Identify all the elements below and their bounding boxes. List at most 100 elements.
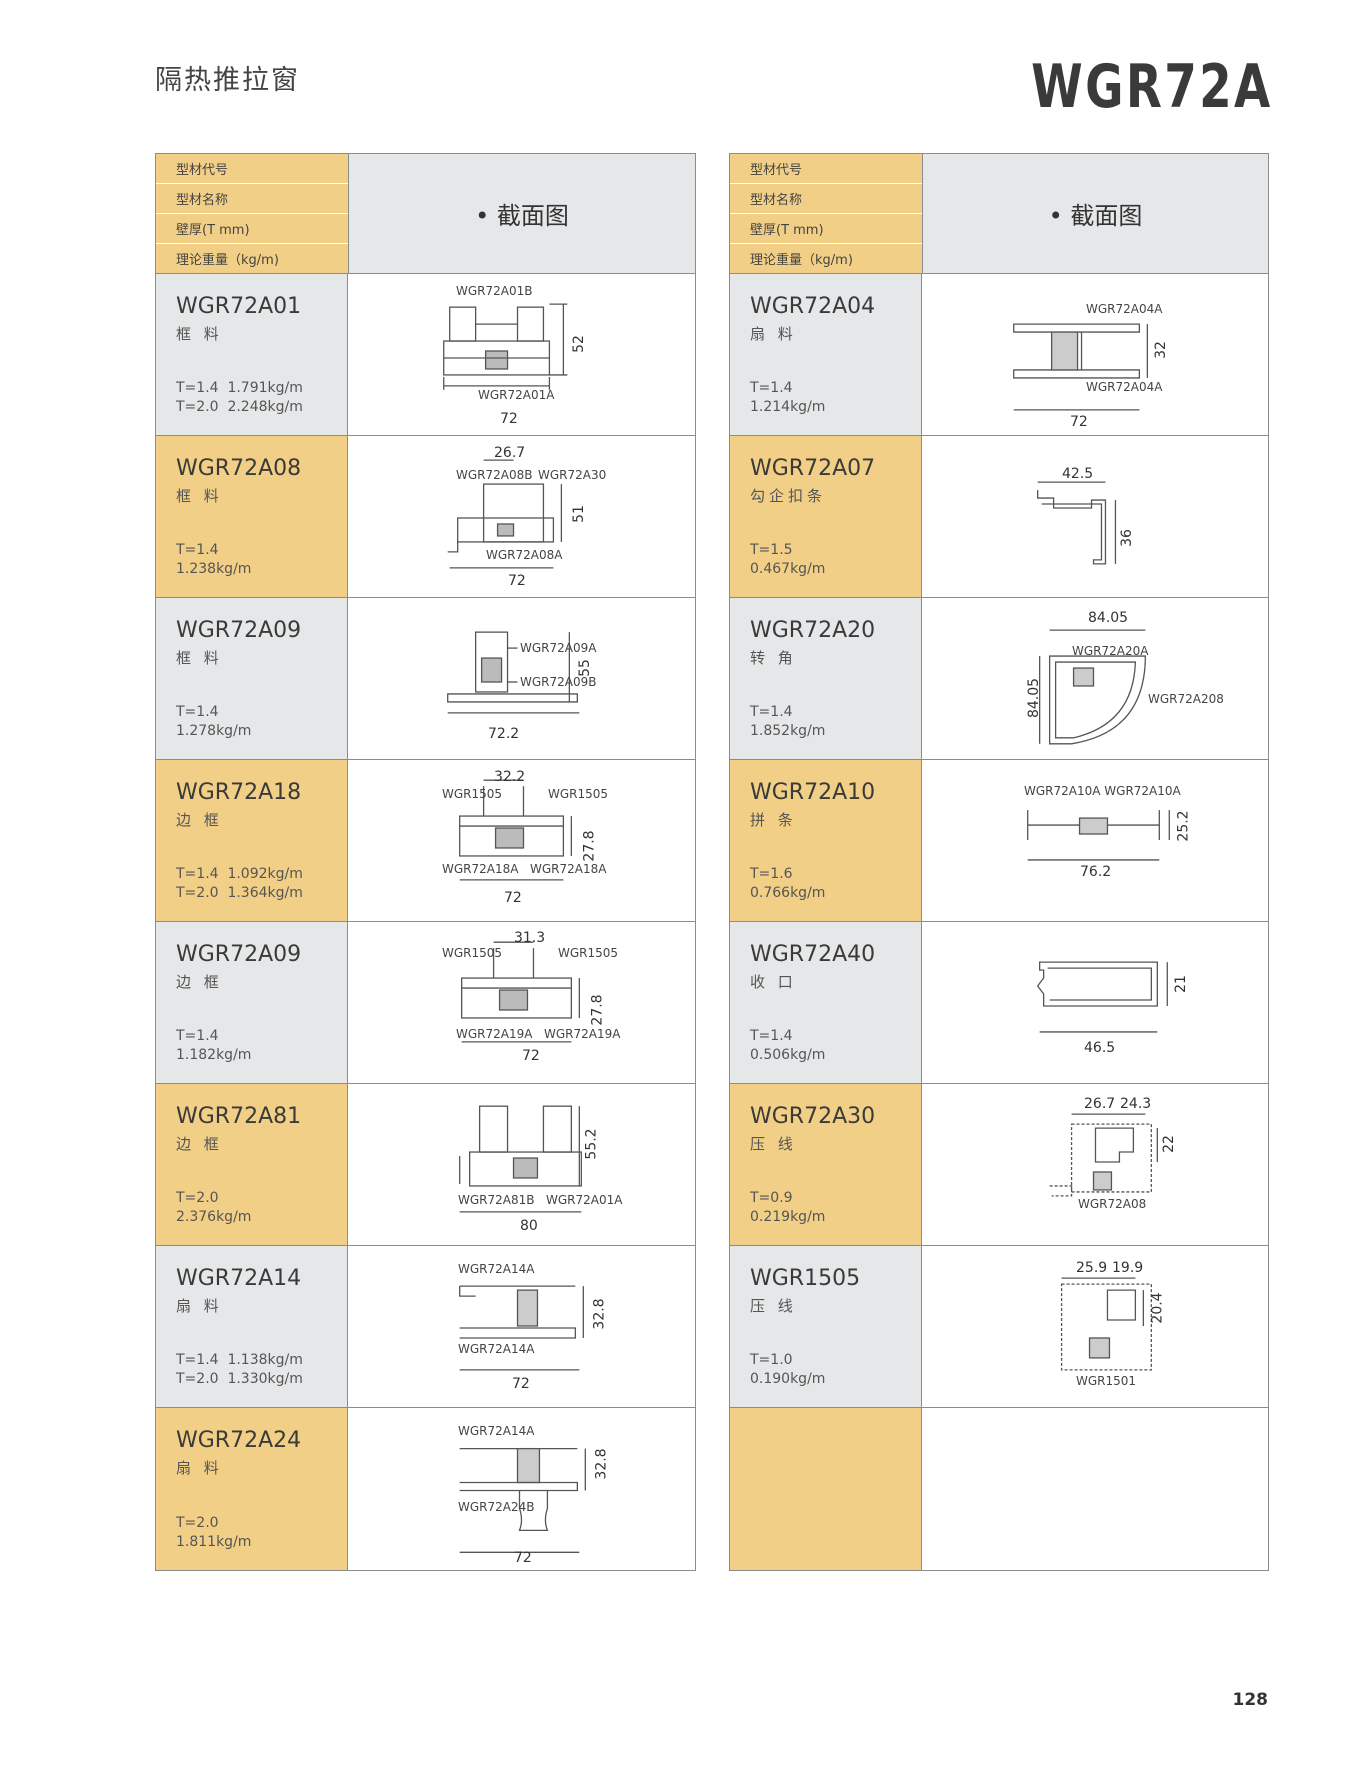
dimension-label: 46.5 xyxy=(1084,1040,1116,1056)
cross-section-drawing: 25.9 19.9 20.4 WGR1501 xyxy=(922,1246,1268,1407)
part-label: WGR72A08B xyxy=(456,468,533,482)
table-row-empty xyxy=(730,1408,1268,1570)
dimension-label: 72 xyxy=(522,1048,540,1064)
dimension-label: 72 xyxy=(1070,414,1088,430)
dimension-label: 27.8 xyxy=(581,830,598,862)
profile-code: WGR72A10 xyxy=(750,780,876,805)
profile-name: 勾企扣条 xyxy=(750,487,827,505)
part-label: WGR72A18A xyxy=(530,862,607,876)
dimension-label: 32.8 xyxy=(593,1448,610,1480)
dimension-label: 31.3 xyxy=(514,930,546,946)
cross-section-drawing: WGR72A14A 32.8 WGR72A24B 72 xyxy=(348,1408,695,1570)
spec-line: T=2.0 xyxy=(176,1515,219,1531)
dimension-label: 19.9 xyxy=(1112,1260,1144,1276)
spec-line: T=1.4 xyxy=(750,380,793,396)
right-spec-table: 型材代号 型材名称 壁厚(T mm) 理论重量（kg/m) • 截面图 WGR7… xyxy=(729,153,1269,1571)
dimension-label: 26.7 xyxy=(1084,1096,1116,1112)
spec-line: T=2.0 2.248kg/m xyxy=(176,399,303,415)
part-label: WGR72A24B xyxy=(458,1500,535,1514)
profile-diagram xyxy=(1039,629,1147,745)
dimension-label: 52 xyxy=(570,335,587,353)
spec-line: T=1.4 xyxy=(750,1028,793,1044)
profile-diagram xyxy=(1060,1277,1152,1371)
cross-section-drawing: WGR72A04A 32 WGR72A04A 72 xyxy=(922,274,1268,435)
part-label: WGR72A14A xyxy=(458,1262,535,1276)
part-label: WGR72A09B xyxy=(520,675,597,689)
header-label-code: 型材代号 xyxy=(730,154,922,184)
profile-diagram xyxy=(447,631,580,714)
dimension-label: 24.3 xyxy=(1120,1096,1152,1112)
dimension-label: 84.05 xyxy=(1026,677,1043,719)
profile-diagram xyxy=(459,1285,584,1371)
dimension-label: 76.2 xyxy=(1080,864,1112,880)
dimension-label: 72 xyxy=(512,1376,530,1392)
dimension-label: 55 xyxy=(576,659,593,677)
part-label: WGR72A19A xyxy=(544,1027,621,1041)
dimension-label: 72 xyxy=(504,890,522,906)
header-label-name: 型材名称 xyxy=(156,184,348,214)
dimension-label: 55.2 xyxy=(583,1128,600,1160)
profile-info-empty xyxy=(730,1408,922,1570)
part-label: WGR72A19A xyxy=(456,1027,533,1041)
dimension-label: 84.05 xyxy=(1088,610,1129,626)
dimension-label: 72.2 xyxy=(488,726,520,742)
profile-code: WGR72A07 xyxy=(750,456,876,481)
profile-code: WGR72A40 xyxy=(750,942,876,967)
part-label: WGR72A10A WGR72A10A xyxy=(1024,784,1181,798)
profile-name: 转 角 xyxy=(750,649,797,667)
profile-code: WGR72A08 xyxy=(176,456,302,481)
spec-line: T=1.4 1.791kg/m xyxy=(176,380,303,396)
section-title: • 截面图 xyxy=(923,154,1268,273)
spec-line: T=2.0 1.330kg/m xyxy=(176,1371,303,1387)
header-label-thickness: 壁厚(T mm) xyxy=(730,214,922,244)
profile-name: 框 料 xyxy=(176,325,223,343)
profile-name: 边 框 xyxy=(176,811,223,829)
part-label: WGR1505 xyxy=(442,946,503,960)
cross-section-drawing: WGR72A01B WGR72A01A 52 72 xyxy=(348,274,695,435)
spec-line: T=1.0 xyxy=(750,1352,793,1368)
cross-section-drawing: 21 46.5 xyxy=(922,922,1268,1083)
spec-line: T=1.4 1.092kg/m xyxy=(176,866,303,882)
spec-line: 1.278kg/m xyxy=(176,723,252,739)
profile-diagram xyxy=(459,779,573,881)
dimension-label: 27.8 xyxy=(589,994,606,1026)
page-number: 128 xyxy=(1232,1690,1269,1710)
spec-line: T=1.6 xyxy=(750,866,793,882)
profile-diagram xyxy=(443,303,568,390)
profile-diagram xyxy=(1027,810,1170,861)
dimension-label: 20.4 xyxy=(1149,1292,1166,1324)
part-label: WGR1501 xyxy=(1076,1374,1137,1388)
cross-section-drawing: 26.7 WGR72A08B WGR72A30 51 WGR72A08A 72 xyxy=(348,436,695,597)
spec-line: T=2.0 xyxy=(176,1190,219,1206)
section-title: • 截面图 xyxy=(349,154,695,273)
cross-section-drawing: WGR72A10A WGR72A10A 25.2 76.2 xyxy=(922,760,1268,921)
profile-code: WGR72A20 xyxy=(750,618,876,643)
dimension-label: 25.2 xyxy=(1175,810,1192,842)
model-title: WGR72A xyxy=(1031,52,1273,122)
header-label-code: 型材代号 xyxy=(156,154,348,184)
dimension-label: 25.9 xyxy=(1076,1260,1108,1276)
profile-diagram xyxy=(1036,961,1168,1033)
profile-code: WGR72A24 xyxy=(176,1428,302,1453)
part-label: WGR72A04A xyxy=(1086,380,1163,394)
table-header: 型材代号 型材名称 壁厚(T mm) 理论重量（kg/m) • 截面图 xyxy=(730,154,1268,274)
profile-code: WGR72A18 xyxy=(176,780,302,805)
dimension-label: 22 xyxy=(1160,1135,1177,1153)
